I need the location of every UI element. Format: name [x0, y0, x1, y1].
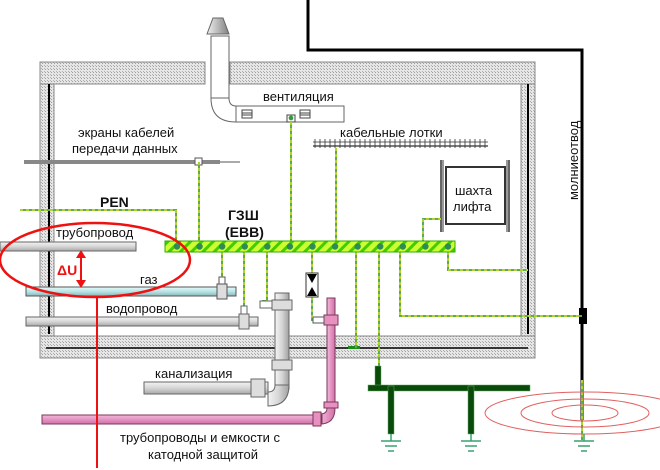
cathodic-pipe: [41, 297, 339, 427]
ventilation-label: вентиляция: [263, 89, 334, 104]
delta-u-arrow-icon: [76, 250, 86, 288]
busbar-terminal: [173, 243, 181, 250]
cable-screens-label-1: экраны кабелей: [78, 125, 174, 140]
cable-screens-label-2: передачи данных: [72, 141, 178, 156]
bond-clamp: [288, 115, 294, 121]
main-earthing-busbar: [164, 240, 456, 253]
cathodic-label-1: трубопроводы и емкости с: [120, 430, 281, 445]
lightning-conductor: [306, 0, 587, 420]
pipeline-pipe: [0, 241, 137, 252]
ground-icon: [461, 434, 481, 452]
ground-icon: [381, 434, 401, 452]
bonding-conductors: [20, 115, 583, 440]
sewer-pipe: [143, 292, 293, 407]
elevator-shaft: [440, 160, 510, 232]
ground-symbols: [381, 434, 594, 452]
busbar-terminal: [309, 243, 316, 250]
busbar-terminal: [264, 243, 271, 250]
insulating-insert-icon: [305, 272, 319, 298]
cable-trays-label: кабельные лотки: [340, 125, 443, 140]
gas-label: газ: [140, 272, 158, 287]
elevator-label-1: шахта: [455, 183, 493, 198]
potential-difference-highlight: [0, 221, 192, 299]
busbar-terminal: [422, 243, 429, 250]
busbar-terminal: [331, 243, 339, 250]
busbar-terminal: [241, 243, 248, 250]
busbar-terminal: [399, 243, 407, 250]
busbar-terminal: [196, 243, 203, 250]
busbar-terminal: [354, 243, 361, 250]
busbar-terminal: [444, 243, 452, 250]
busbar-terminal: [218, 243, 226, 250]
gas-pipe: [25, 276, 237, 300]
pen-label: PEN: [100, 194, 129, 210]
busbar-label-1: ГЗШ: [228, 207, 259, 223]
ground-icon: [574, 434, 594, 452]
busbar-terminal: [286, 243, 294, 250]
ventilation-duct: [206, 17, 345, 123]
cable-screen-line: [24, 157, 240, 166]
busbar-label-2: (EBB): [225, 224, 264, 240]
water-pipe: [25, 305, 259, 330]
potential-rings: [484, 391, 660, 435]
busbar-terminal: [377, 243, 384, 250]
potential-ring: [551, 404, 619, 422]
cable-tray: [313, 139, 488, 148]
elevator-label-2: лифта: [453, 199, 492, 214]
delta-u-label: ΔU: [57, 262, 77, 278]
pipeline-label: трубопровод: [56, 225, 134, 240]
bonding-conductor: [262, 246, 268, 302]
lightning-label: молниеотвод: [566, 120, 581, 200]
water-label: водопровод: [106, 301, 178, 316]
sewer-label: канализация: [155, 366, 232, 381]
bonding-conductor: [399, 246, 582, 317]
potential-ring: [484, 391, 660, 435]
bonding-conductor: [447, 246, 528, 271]
potential-ring: [520, 398, 650, 428]
cathodic-label-2: катодной защитой: [148, 447, 258, 462]
